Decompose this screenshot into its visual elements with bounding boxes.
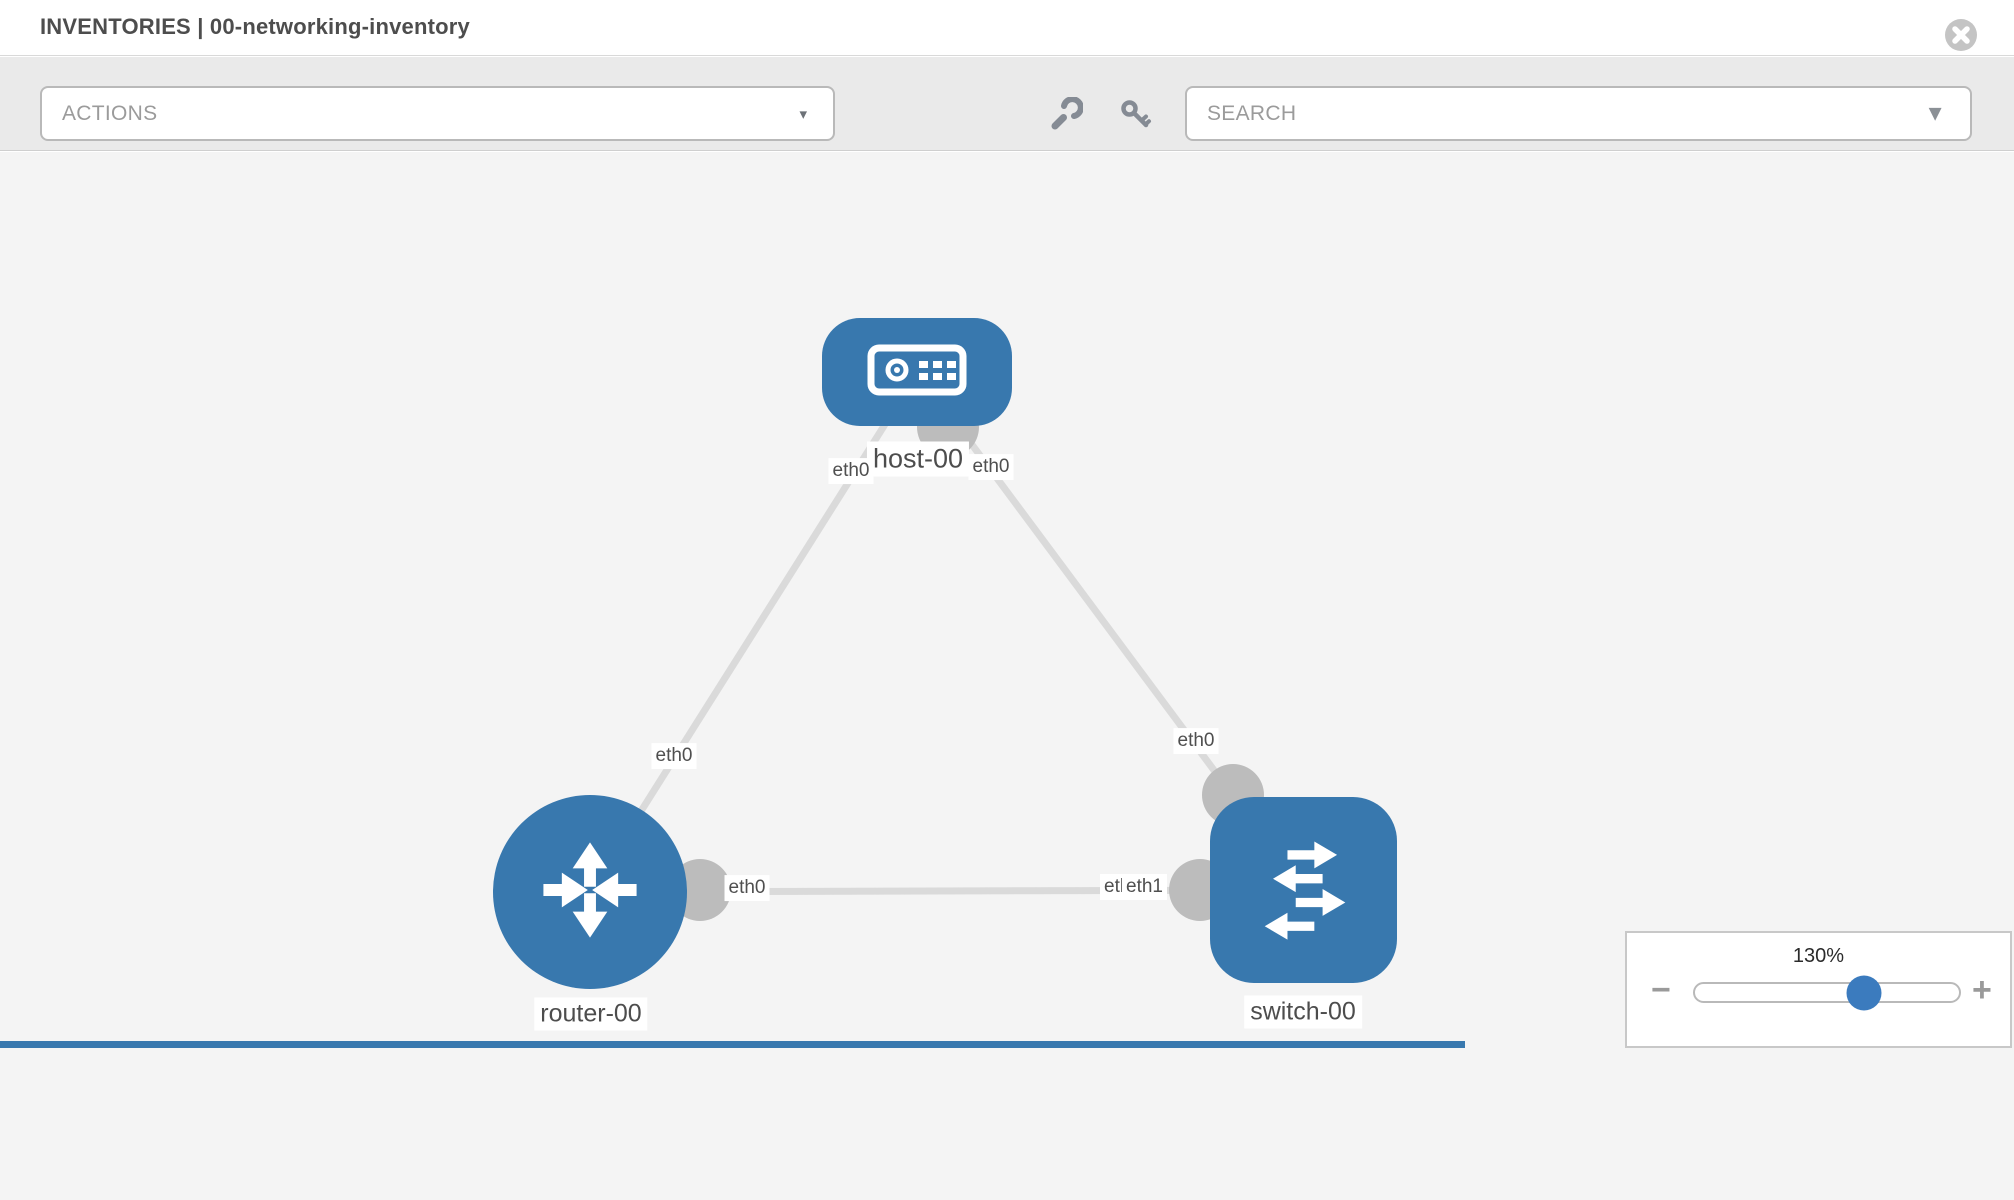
zoom-in-button[interactable]: + — [1972, 971, 1992, 1009]
switch-icon — [1242, 826, 1366, 955]
page-title: INVENTORIES | 00-networking-inventory — [40, 14, 470, 39]
close-button[interactable] — [1943, 17, 1979, 53]
bottom-panel-edge — [0, 1041, 1465, 1048]
zoom-out-button[interactable]: − — [1651, 971, 1671, 1009]
interface-label-eth0: eth0 — [724, 875, 770, 901]
interface-label-eth0: eth0 — [828, 458, 874, 484]
node-host-00[interactable] — [822, 318, 1012, 426]
router-icon — [525, 825, 655, 960]
node-label-router-00[interactable]: router-00 — [534, 997, 648, 1031]
host-icon — [857, 310, 977, 435]
interface-label-eth1: eth1 — [1122, 874, 1167, 900]
zoom-slider-thumb[interactable] — [1846, 975, 1882, 1010]
key-button[interactable] — [1117, 97, 1153, 133]
close-icon — [1943, 19, 1979, 56]
node-label-host-00[interactable]: host-00 — [866, 441, 970, 477]
actions-dropdown[interactable]: ACTIONS ▾ — [40, 86, 835, 141]
zoom-control-panel: 130% − + — [1625, 931, 2012, 1048]
interface-label-eth0: eth0 — [1173, 728, 1219, 754]
header-bar: INVENTORIES | 00-networking-inventory — [0, 0, 2014, 56]
interface-label-eth0: eth0 — [968, 454, 1014, 480]
zoom-slider-track[interactable] — [1693, 975, 1961, 1010]
chevron-down-icon: ▾ — [799, 105, 807, 123]
search-dropdown-label: SEARCH — [1207, 101, 1297, 125]
toolbar: ACTIONS ▾ SEARCH ▼ — [0, 57, 2014, 151]
wrench-button[interactable] — [1047, 96, 1084, 136]
key-icon — [1117, 100, 1153, 136]
node-router-00[interactable] — [493, 795, 687, 989]
actions-dropdown-label: ACTIONS — [62, 101, 158, 125]
interface-label-eth0: eth0 — [651, 743, 697, 769]
zoom-percentage: 130% — [1792, 945, 1845, 967]
chevron-down-icon: ▼ — [1924, 99, 1946, 125]
wrench-icon — [1047, 96, 1084, 136]
node-label-switch-00[interactable]: switch-00 — [1244, 995, 1362, 1029]
search-dropdown[interactable]: SEARCH ▼ — [1185, 86, 1972, 141]
node-switch-00[interactable] — [1210, 797, 1397, 983]
